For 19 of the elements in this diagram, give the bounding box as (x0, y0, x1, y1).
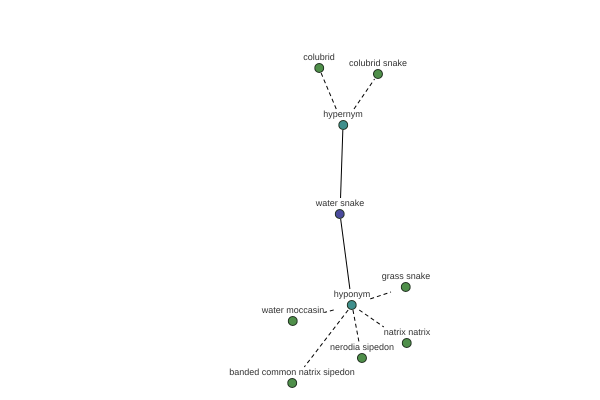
node-label: grass snake (382, 271, 430, 282)
node-label: natrix natrix (384, 327, 430, 338)
dashed-connector (358, 310, 384, 328)
node-label: colubrid snake (348, 58, 408, 69)
connector-line (340, 130, 344, 198)
node-label: water moccasin (262, 305, 324, 316)
node-label: water snake (316, 198, 364, 209)
dashed-connector (370, 292, 392, 300)
dashed-connector (320, 72, 337, 110)
dashed-connector (304, 310, 349, 368)
node-label: hypernym (323, 109, 363, 120)
node-label: nerodia sipedon (330, 342, 394, 353)
dashed-connector (352, 310, 360, 342)
node-label: banded common natrix sipedon (229, 367, 355, 378)
node-label: hyponym (334, 289, 370, 300)
node-label: colubrid (303, 52, 335, 63)
connector-line (340, 218, 350, 290)
dashed-connector (324, 309, 334, 314)
dashed-connector (353, 78, 376, 110)
